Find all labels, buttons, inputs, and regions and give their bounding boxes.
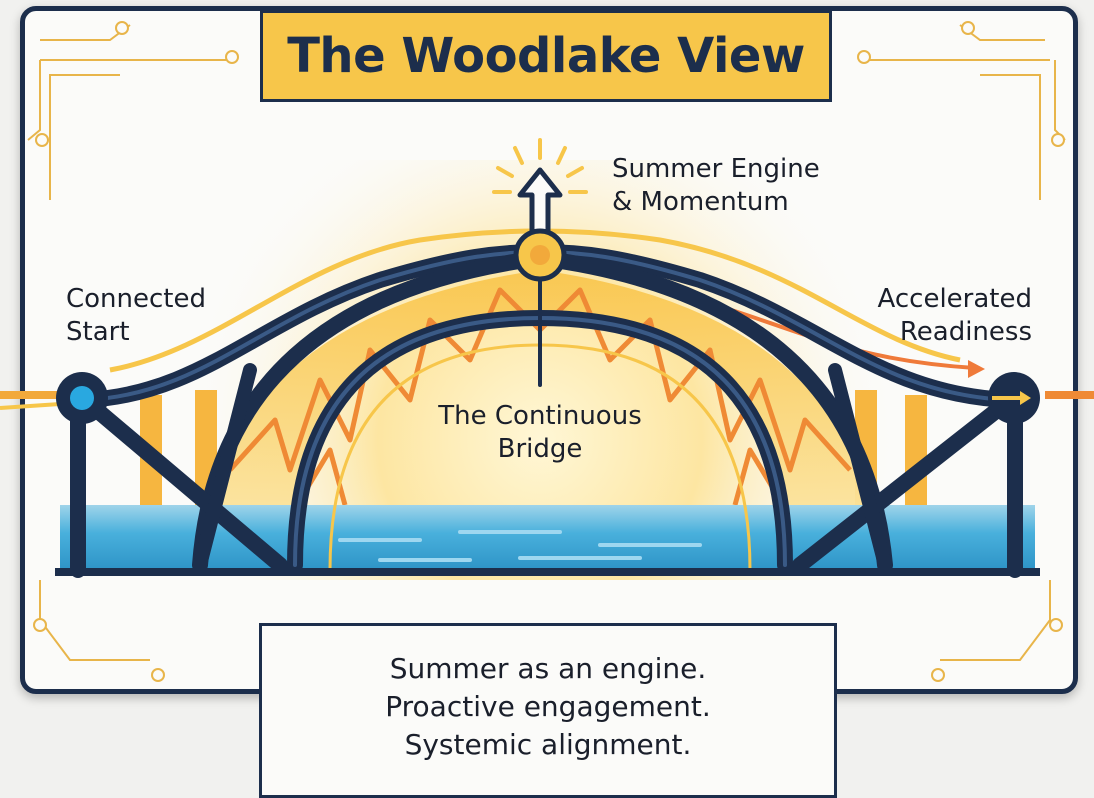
connected-start-label: Connected Start [66,283,206,349]
page-title: The Woodlake View [287,28,805,84]
engine-node-icon [492,138,588,282]
flow-arrowhead [968,360,985,378]
truss-fill [210,270,870,505]
caption-line-3: Systemic alignment. [404,728,692,761]
start-node-icon [56,372,108,424]
label-line: Bridge [497,434,583,464]
caption-line-2: Proactive engagement. [385,690,711,723]
ground-line [55,568,1040,576]
label-line: Summer Engine [612,154,820,184]
readiness-node-icon [988,372,1040,424]
summer-engine-label: Summer Engine & Momentum [612,153,820,219]
water-ripples [338,530,702,562]
label-line: Start [66,317,130,347]
circuit-decoration [27,21,1066,682]
label-line: The Continuous [438,401,642,431]
title-banner: The Woodlake View [260,10,832,102]
continuous-bridge-label: The Continuous Bridge [420,400,660,466]
accelerated-readiness-label: Accelerated Readiness [878,283,1032,349]
label-line: Connected [66,284,207,314]
label-line: & Momentum [612,187,789,217]
label-line: Accelerated [877,284,1032,314]
caption-box: Summer as an engine. Proactive engagemen… [259,623,837,798]
label-line: Readiness [899,317,1032,347]
caption-line-1: Summer as an engine. [389,652,707,685]
